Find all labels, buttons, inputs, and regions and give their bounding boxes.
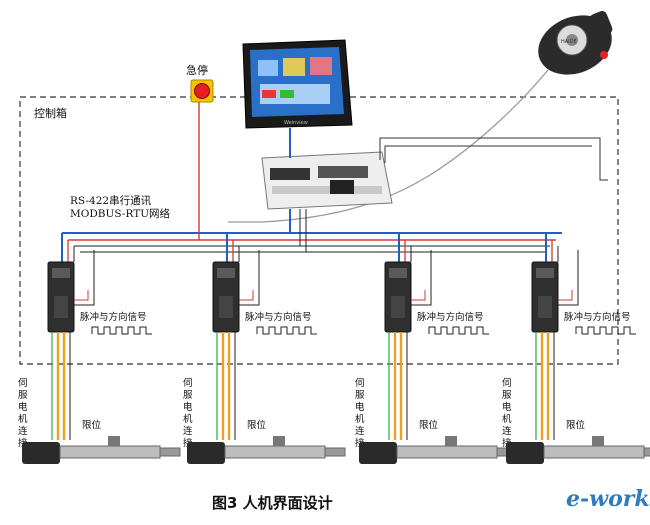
rs422-label: RS-422串行通讯 bbox=[70, 194, 152, 207]
limit-switch-label: 限位 bbox=[566, 419, 586, 431]
servo-motor bbox=[187, 442, 225, 464]
pulse-direction-label: 脉冲与方向信号 bbox=[417, 311, 484, 323]
servo-axis-1: 脉冲与方向信号伺服电机连接限位 bbox=[18, 233, 181, 464]
servo-motor-label: 伺服电机连接 bbox=[18, 377, 28, 449]
servo-axis-4: 脉冲与方向信号伺服电机连接限位 bbox=[502, 233, 650, 464]
servo-motor-label: 伺服电机连接 bbox=[183, 377, 193, 449]
pulse-wire-red bbox=[239, 290, 254, 301]
pulse-wire-red bbox=[411, 290, 426, 301]
limit-switch bbox=[445, 436, 457, 446]
driver-display bbox=[389, 268, 407, 278]
pulse-wire-black bbox=[411, 250, 432, 306]
control-box-label: 控制箱 bbox=[34, 106, 67, 120]
limit-switch bbox=[273, 436, 285, 446]
pulse-wire-black bbox=[239, 250, 260, 306]
driver-connector bbox=[54, 296, 68, 318]
pendant-cable bbox=[228, 69, 549, 223]
servo-motor-label: 伺服电机连接 bbox=[502, 377, 512, 449]
plc-controller bbox=[261, 151, 393, 210]
linear-actuator-body bbox=[224, 445, 326, 459]
driver-display bbox=[536, 268, 554, 278]
modbus-label: MODBUS-RTU网络 bbox=[70, 207, 171, 220]
pulse-waveform bbox=[575, 326, 636, 335]
hmi-touchscreen: Weinview bbox=[242, 39, 353, 129]
pulse-direction-label: 脉冲与方向信号 bbox=[80, 311, 147, 323]
pulse-direction-label: 脉冲与方向信号 bbox=[245, 311, 312, 323]
pendant-brand-text: HAIDE bbox=[561, 39, 577, 45]
pulse-wire-black bbox=[74, 250, 95, 306]
linear-actuator-rod bbox=[159, 447, 181, 457]
driver-connector bbox=[219, 296, 233, 318]
driver-display bbox=[217, 268, 235, 278]
eworks-watermark: e-works bbox=[566, 486, 650, 512]
handwheel-pendant: HAIDE bbox=[538, 11, 613, 75]
servo-motor bbox=[506, 442, 544, 464]
emergency-stop-label: 急停 bbox=[186, 63, 208, 77]
linear-actuator-body bbox=[396, 445, 498, 459]
figure-caption: 图3 人机界面设计 bbox=[212, 494, 333, 512]
plc-to-pendant-line-2 bbox=[384, 145, 592, 163]
servo-motor bbox=[359, 442, 397, 464]
driver-connector bbox=[538, 296, 552, 318]
pulse-wire-red bbox=[74, 290, 89, 301]
linear-actuator-body bbox=[59, 445, 161, 459]
emergency-stop-button bbox=[190, 79, 214, 103]
pulse-wire-black bbox=[558, 250, 579, 306]
limit-switch-label: 限位 bbox=[82, 419, 102, 431]
limit-switch-label: 限位 bbox=[419, 419, 439, 431]
control-box-border bbox=[19, 96, 619, 365]
driver-connector bbox=[391, 296, 405, 318]
driver-display bbox=[52, 268, 70, 278]
pulse-wire-red bbox=[558, 290, 573, 301]
servo-motor bbox=[22, 442, 60, 464]
linear-actuator-rod bbox=[324, 447, 346, 457]
hmi-brand-text: Weinview bbox=[284, 120, 308, 126]
servo-axis-2: 脉冲与方向信号伺服电机连接限位 bbox=[183, 233, 346, 464]
pulse-direction-label: 脉冲与方向信号 bbox=[564, 311, 631, 323]
servo-axis-3: 脉冲与方向信号伺服电机连接限位 bbox=[355, 233, 518, 464]
servo-axes: 脉冲与方向信号伺服电机连接限位脉冲与方向信号伺服电机连接限位脉冲与方向信号伺服电… bbox=[18, 233, 650, 464]
pulse-waveform bbox=[91, 326, 152, 335]
linear-actuator-rod bbox=[643, 447, 650, 457]
pulse-waveform bbox=[428, 326, 489, 335]
plc-to-pendant-line bbox=[379, 137, 608, 181]
pulse-waveform bbox=[256, 326, 317, 335]
servo-motor-label: 伺服电机连接 bbox=[355, 377, 365, 449]
limit-switch bbox=[108, 436, 120, 446]
limit-switch bbox=[592, 436, 604, 446]
limit-switch-label: 限位 bbox=[247, 419, 267, 431]
linear-actuator-body bbox=[543, 445, 645, 459]
